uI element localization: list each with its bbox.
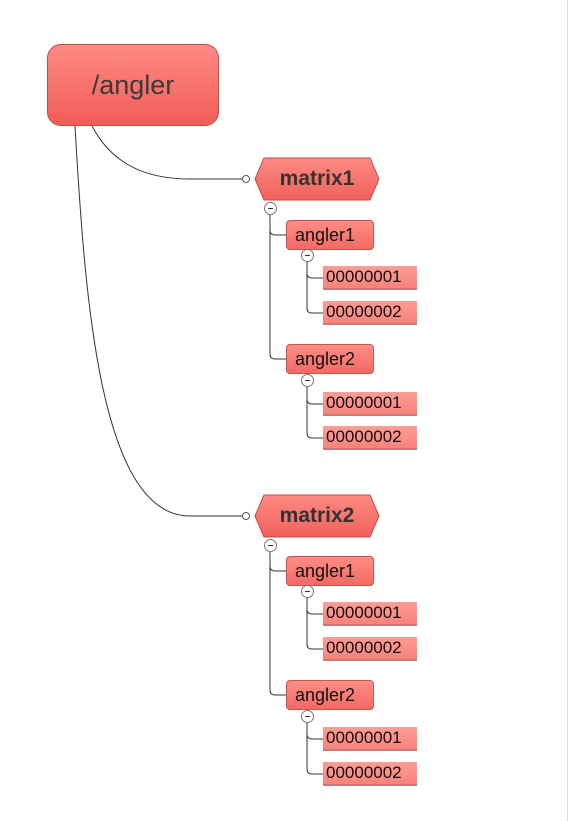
matrix2-node[interactable]: matrix2 xyxy=(254,494,380,538)
matrix1-angler2-leaf-1[interactable]: 00000001 xyxy=(323,392,417,416)
matrix1-label: matrix1 xyxy=(279,167,355,190)
leaf-label: 00000001 xyxy=(326,603,402,622)
leaf-label: 00000002 xyxy=(326,427,402,446)
matrix1-angler2-trunk-line xyxy=(306,387,323,439)
matrix1-angler2-collapse-icon[interactable] xyxy=(301,374,314,387)
matrix1-angler2-leaf1-line xyxy=(306,398,323,405)
leaf-label: 00000001 xyxy=(326,728,402,747)
matrix1-angler1-leaf1-line xyxy=(306,272,323,279)
leaf-label: 00000001 xyxy=(326,393,402,412)
matrix1-connector-dot-icon xyxy=(242,175,250,183)
matrix1-angler1-node[interactable]: angler1 xyxy=(286,220,374,250)
matrix2-label: matrix2 xyxy=(279,504,355,527)
root-node-label: /angler xyxy=(91,69,175,100)
matrix1-angler2-node[interactable]: angler2 xyxy=(286,344,374,374)
matrix2-angler2-leaf-2[interactable]: 00000002 xyxy=(323,762,417,786)
root-node[interactable]: /angler xyxy=(47,44,219,126)
leaf-label: 00000002 xyxy=(326,763,402,782)
angler-label: angler2 xyxy=(295,684,356,705)
matrix2-collapse-icon[interactable] xyxy=(264,539,277,552)
matrix1-angler1-branch-line xyxy=(269,229,286,236)
leaf-label: 00000002 xyxy=(326,638,402,657)
page-edge xyxy=(567,0,568,821)
matrix1-angler1-leaf-1[interactable]: 00000001 xyxy=(323,266,417,290)
matrix2-angler1-leaf1-line xyxy=(306,608,323,615)
matrix2-angler2-node[interactable]: angler2 xyxy=(286,680,374,710)
matrix2-angler2-leaf1-line xyxy=(306,733,323,740)
matrix2-angler1-collapse-icon[interactable] xyxy=(301,585,314,598)
angler-label: angler2 xyxy=(295,348,356,369)
matrix-node-shape xyxy=(254,494,380,538)
matrix2-angler2-trunk-line xyxy=(306,723,323,775)
matrix2-angler2-collapse-icon[interactable] xyxy=(301,710,314,723)
matrix1-node[interactable]: matrix1 xyxy=(254,157,380,201)
matrix2-trunk-line xyxy=(269,552,286,696)
matrix2-angler1-leaf-2[interactable]: 00000002 xyxy=(323,637,417,661)
matrix-node-shape xyxy=(254,157,380,201)
matrix2-connector-dot-icon xyxy=(242,512,250,520)
matrix2-angler1-branch-line xyxy=(269,565,286,572)
root-to-matrix1-line xyxy=(91,125,242,180)
matrix2-angler1-leaf-1[interactable]: 00000001 xyxy=(323,602,417,626)
root-to-matrix2-line xyxy=(74,125,242,517)
leaf-label: 00000002 xyxy=(326,302,402,321)
matrix2-angler1-trunk-line xyxy=(306,598,323,650)
matrix1-angler1-leaf-2[interactable]: 00000002 xyxy=(323,301,417,325)
angler-label: angler1 xyxy=(295,224,356,245)
matrix1-angler2-leaf-2[interactable]: 00000002 xyxy=(323,426,417,450)
matrix1-angler1-trunk-line xyxy=(306,262,323,314)
matrix1-trunk-line xyxy=(269,215,286,360)
matrix2-angler1-node[interactable]: angler1 xyxy=(286,556,374,586)
matrix2-angler2-leaf-1[interactable]: 00000001 xyxy=(323,727,417,751)
angler-label: angler1 xyxy=(295,560,356,581)
matrix1-collapse-icon[interactable] xyxy=(264,202,277,215)
matrix1-angler1-collapse-icon[interactable] xyxy=(301,249,314,262)
leaf-label: 00000001 xyxy=(326,267,402,286)
